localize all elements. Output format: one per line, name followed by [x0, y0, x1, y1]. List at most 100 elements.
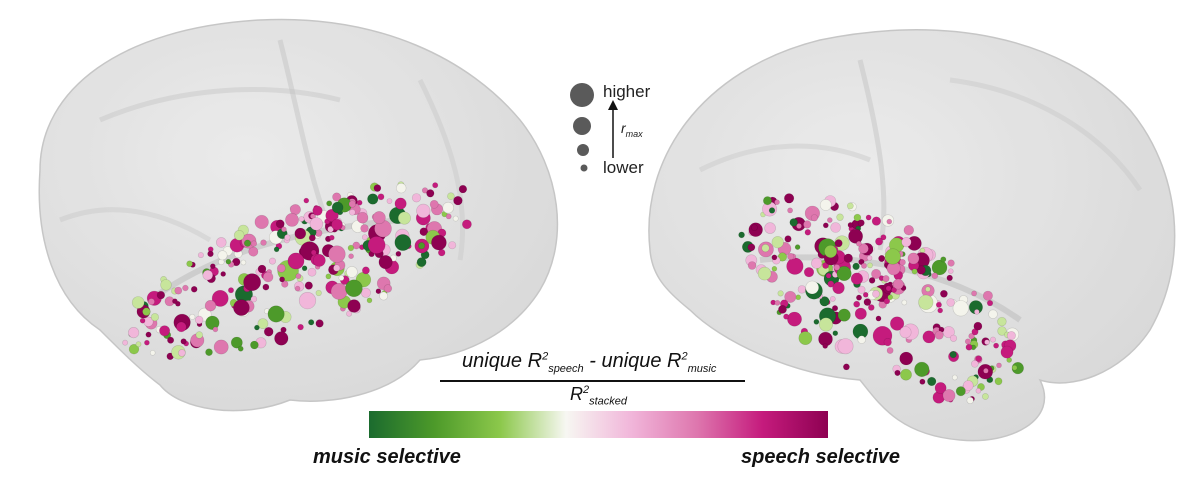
electrode — [426, 189, 435, 198]
electrode — [1011, 362, 1024, 375]
electrode — [885, 285, 892, 292]
electrode — [872, 289, 880, 298]
electrode — [186, 260, 193, 268]
electrode — [395, 250, 402, 257]
electrode — [128, 327, 140, 339]
electrode — [204, 300, 217, 312]
electrode — [377, 193, 385, 201]
electrode — [458, 184, 468, 194]
electrode — [832, 281, 845, 295]
electrode — [857, 219, 865, 227]
size-legend-circle-largest — [570, 83, 594, 107]
electrode — [891, 287, 897, 293]
electrode — [257, 318, 269, 329]
electrode — [396, 182, 407, 194]
electrode — [942, 389, 956, 402]
electrode — [771, 254, 778, 261]
electrode — [205, 348, 213, 357]
electrode — [284, 234, 291, 241]
electrode — [934, 382, 947, 394]
electrode — [287, 252, 305, 270]
electrode — [366, 297, 373, 304]
electrode — [212, 326, 219, 333]
electrode — [907, 252, 920, 265]
electrode — [825, 272, 832, 279]
electrode — [836, 213, 844, 221]
electrode — [195, 315, 204, 325]
electrode — [225, 258, 232, 265]
electrode — [230, 336, 243, 349]
electrode — [213, 339, 229, 355]
electrode — [254, 214, 269, 230]
right-brain-sulcus — [698, 143, 871, 173]
electrode — [250, 295, 258, 303]
electrode — [361, 234, 368, 241]
electrode — [345, 279, 363, 298]
electrode — [260, 239, 267, 246]
electrode — [139, 317, 146, 324]
electrode — [813, 318, 820, 325]
colorbar-right-label: speech selective — [741, 446, 900, 468]
electrode — [419, 227, 429, 236]
electrode — [911, 268, 918, 275]
electrode — [150, 313, 159, 322]
electrode — [784, 235, 792, 243]
electrode — [762, 196, 772, 206]
electrode — [795, 294, 802, 301]
electrode — [205, 315, 220, 330]
electrode — [863, 298, 872, 306]
electrode — [794, 244, 801, 250]
electrode — [988, 309, 998, 319]
electrode — [789, 218, 798, 227]
electrode — [332, 192, 342, 202]
electrode — [461, 219, 472, 230]
electrode — [771, 236, 784, 249]
electrode — [416, 257, 427, 267]
electrode — [262, 271, 274, 283]
electrode — [764, 222, 776, 234]
electrode — [178, 349, 186, 357]
electrode — [952, 300, 969, 317]
electrode — [899, 258, 906, 266]
electrode — [348, 200, 356, 208]
electrode — [189, 313, 196, 320]
electrode — [892, 278, 904, 290]
electrode — [966, 396, 974, 405]
electrode — [996, 362, 1002, 369]
electrode — [394, 234, 412, 251]
electrode — [925, 286, 931, 293]
electrode — [326, 200, 333, 207]
right-brain-sulcus — [949, 77, 1143, 192]
electrode — [757, 266, 772, 281]
electrode — [934, 330, 944, 340]
electrode — [774, 199, 780, 205]
electrode — [147, 298, 155, 306]
electrode — [202, 269, 214, 281]
electrode — [811, 257, 823, 269]
electrode — [882, 275, 890, 283]
right-hemisphere — [648, 29, 1176, 442]
electrode — [865, 214, 872, 221]
electrode — [1000, 345, 1014, 359]
electrode — [858, 258, 865, 266]
electrode — [777, 290, 784, 297]
electrode — [331, 201, 344, 214]
electrode — [883, 297, 891, 305]
electrode — [914, 361, 930, 378]
electrode — [294, 285, 301, 292]
electrode — [833, 264, 841, 271]
electrode — [448, 241, 457, 250]
left-brain-sulcus — [99, 87, 341, 123]
right-electrode-cluster — [738, 193, 1024, 405]
electrode — [325, 273, 332, 280]
electrode — [903, 225, 914, 236]
electrode — [453, 195, 463, 206]
electrode — [273, 246, 280, 253]
electrode — [843, 363, 850, 371]
electrode — [868, 277, 876, 284]
electrode — [145, 331, 152, 338]
electrode — [975, 387, 982, 394]
electrode — [818, 317, 833, 332]
electrode — [887, 294, 894, 301]
